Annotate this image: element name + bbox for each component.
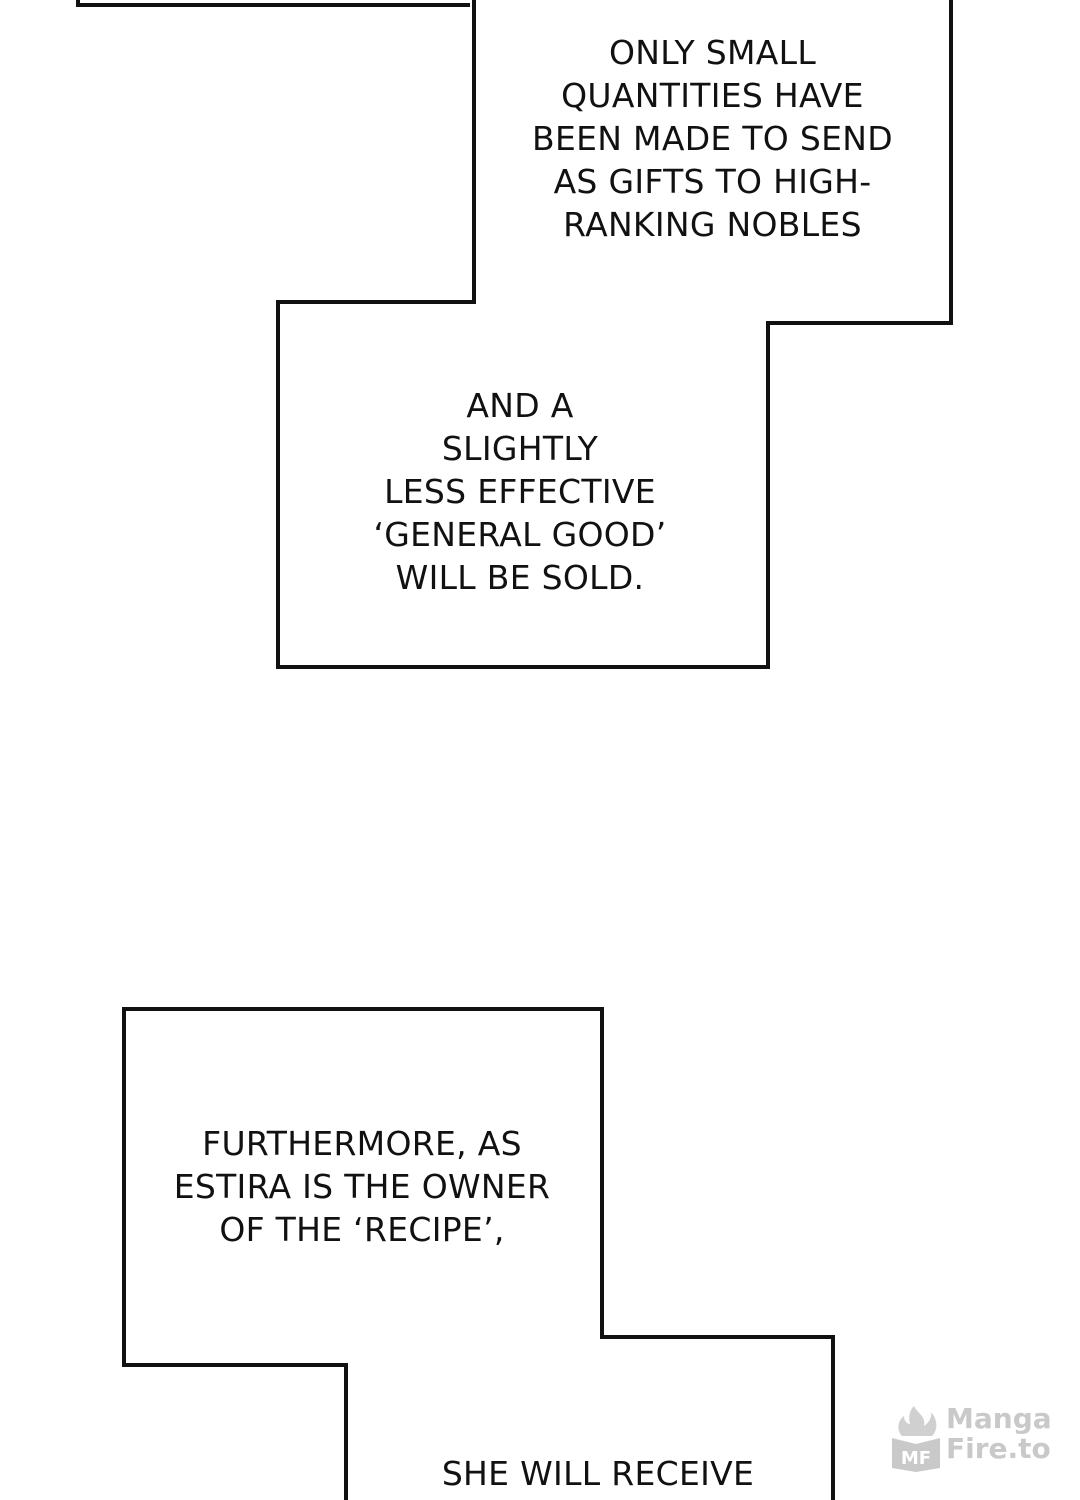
- caption-line: WILL BE SOLD.: [395, 558, 645, 597]
- caption-lower: FURTHERMORE, AS ESTIRA IS THE OWNER OF T…: [142, 1122, 582, 1251]
- caption-line: FURTHERMORE, AS: [202, 1124, 522, 1163]
- caption-line: ‘GENERAL GOOD’: [373, 515, 667, 554]
- top-left-panel-edge: [76, 0, 470, 7]
- caption-line: ESTIRA IS THE OWNER: [173, 1167, 551, 1206]
- caption-line: LESS EFFECTIVE: [384, 472, 656, 511]
- caption-line: AND A: [466, 386, 574, 425]
- caption-line: SLIGHTLY: [441, 429, 599, 468]
- caption-line: ONLY SMALL: [608, 33, 817, 72]
- upper-caption-box: [276, 0, 953, 669]
- caption-middle: AND A SLIGHTLY LESS EFFECTIVE ‘GENERAL G…: [320, 384, 720, 599]
- watermark-badge: MF: [901, 1448, 931, 1469]
- caption-line: RANKING NOBLES: [563, 205, 862, 244]
- caption-bottom: SHE WILL RECEIVE: [408, 1452, 788, 1495]
- site-watermark: MF Manga Fire.to: [888, 1402, 1058, 1472]
- caption-top: ONLY SMALL QUANTITIES HAVE BEEN MADE TO …: [500, 31, 925, 246]
- caption-line: SHE WILL RECEIVE: [441, 1454, 755, 1493]
- watermark-line-2: Fire.to: [946, 1432, 1051, 1465]
- flame-book-icon: MF: [892, 1406, 940, 1472]
- lower-caption-box: [122, 1007, 835, 1500]
- caption-line: AS GIFTS TO HIGH-: [553, 162, 872, 201]
- caption-line: QUANTITIES HAVE: [561, 76, 864, 115]
- watermark-text: Manga Fire.to: [946, 1404, 1052, 1464]
- caption-line: OF THE ‘RECIPE’,: [219, 1210, 505, 1249]
- caption-line: BEEN MADE TO SEND: [532, 119, 893, 158]
- watermark-line-1: Manga: [946, 1402, 1052, 1435]
